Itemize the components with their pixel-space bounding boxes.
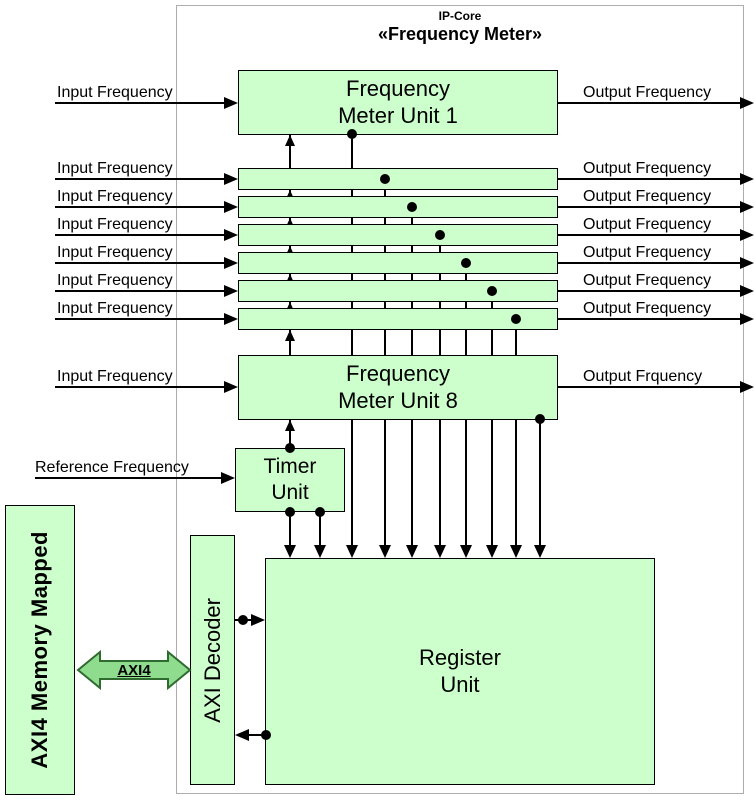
block-frequency-meter-unit-1: Frequency Meter Unit 1: [238, 70, 558, 135]
block-timer-unit: Timer Unit: [235, 448, 345, 512]
output-frequency-label-6: Output Frequency: [583, 272, 712, 289]
ip-core-kicker: IP-Core: [438, 9, 482, 23]
diagram-title: «Frequency Meter»: [377, 24, 543, 44]
axi4-memory-mapped-label: AXI4 Memory Mapped: [27, 531, 52, 769]
block-frequency-meter-unit-6: [238, 280, 558, 302]
input-frequency-label-7: Input Frequency: [57, 300, 173, 317]
input-frequency-label-2: Input Frequency: [57, 160, 173, 177]
output-frequency-label-3: Output Frequency: [583, 188, 712, 205]
input-frequency-label-3: Input Frequency: [57, 188, 173, 205]
output-frequency-label-5: Output Frequency: [583, 244, 712, 261]
block-frequency-meter-unit-7: [238, 308, 558, 330]
block-axi-decoder: AXI Decoder: [190, 535, 235, 785]
unit8-label: Frequency Meter Unit 8: [338, 360, 458, 413]
output-frequency-label-4: Output Frequency: [583, 216, 712, 233]
input-frequency-label-4: Input Frequency: [57, 216, 173, 233]
block-register-unit: Register Unit: [265, 558, 655, 785]
axi-decoder-label: AXI Decoder: [199, 597, 225, 723]
output-frequency-label-1: Output Frequency: [583, 84, 712, 101]
output-frequency-label-2: Output Frequency: [583, 160, 712, 177]
unit1-label: Frequency Meter Unit 1: [338, 75, 458, 128]
block-axi4-memory-mapped: AXI4 Memory Mapped: [5, 505, 75, 795]
block-frequency-meter-unit-2: [238, 168, 558, 190]
axi4-bus-label: AXI4: [117, 661, 151, 679]
input-frequency-label-1: Input Frequency: [57, 84, 173, 101]
reference-frequency-label: Reference Frequency: [35, 459, 189, 476]
register-unit-label: Register Unit: [419, 644, 501, 697]
input-frequency-label-8: Input Frequency: [57, 368, 173, 385]
block-frequency-meter-unit-4: [238, 224, 558, 246]
ip-core-boundary: [176, 5, 744, 794]
block-frequency-meter-unit-8: Frequency Meter Unit 8: [238, 355, 558, 420]
input-frequency-label-6: Input Frequency: [57, 272, 173, 289]
input-frequency-label-5: Input Frequency: [57, 244, 173, 261]
timer-unit-label: Timer Unit: [263, 455, 317, 504]
block-frequency-meter-unit-3: [238, 196, 558, 218]
output-frequency-label-8: Output Frquency: [583, 368, 703, 385]
block-frequency-meter-unit-5: [238, 252, 558, 274]
output-frequency-label-7: Output Frequency: [583, 300, 712, 317]
